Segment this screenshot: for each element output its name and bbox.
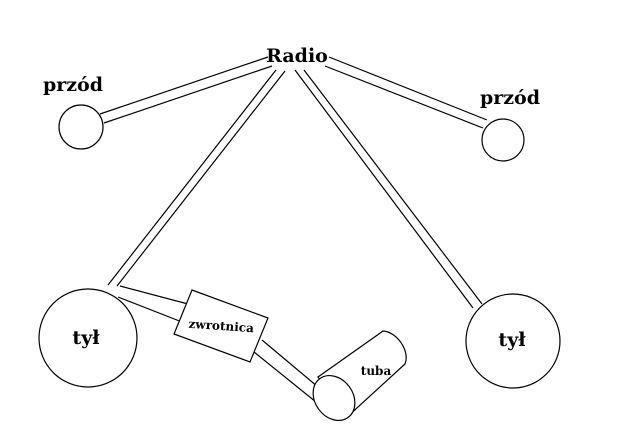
radio-label: Radio [266, 45, 328, 67]
crossover: zwrotnica [173, 289, 269, 363]
wire-radio-front-right [324, 56, 488, 129]
rear-right-speaker [465, 293, 561, 389]
wire-radio-front-left [99, 56, 273, 124]
rear-left-speaker [38, 288, 138, 388]
front-left-speaker-label: przód [43, 74, 103, 96]
rear-left-speaker-label: tył [72, 327, 100, 349]
horn: tuba [312, 330, 407, 421]
wire-rear-left-crossover [117, 285, 189, 323]
crossover-label: zwrotnica [188, 317, 254, 336]
front-left-speaker [58, 104, 104, 150]
wire-radio-rear-right [294, 69, 483, 309]
front-right-speaker-label: przód [480, 87, 540, 109]
horn-mouth [312, 375, 356, 421]
wire-radio-rear-left [107, 69, 286, 287]
crossover-box [173, 289, 269, 363]
rear-right-speaker-label: tył [498, 329, 526, 351]
front-right-speaker [481, 118, 525, 162]
horn-label: tuba [361, 364, 392, 378]
wire-crossover-horn [253, 339, 325, 403]
